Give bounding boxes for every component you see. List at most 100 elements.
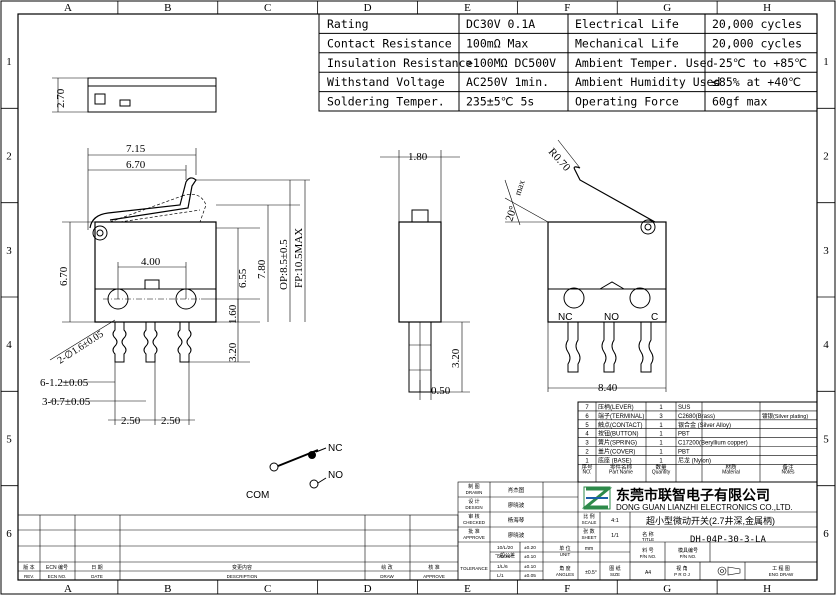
dim-angle: 20° [503, 205, 519, 223]
dim-655: 6.55 [237, 268, 249, 288]
spec-value-4: 235±5℃ 5s [466, 95, 534, 109]
parts-head-name: 零件名称 [610, 463, 633, 471]
spec-value-3: AC250V 1min. [466, 75, 549, 89]
product-name: 超小型微动开关(2.7井深,金属柄) [646, 515, 775, 526]
tb-drawn-by: 肖杰图 [508, 486, 525, 494]
schematic-com: COM [246, 490, 269, 501]
tb-scale-en: SCALE [582, 520, 597, 525]
dim-670-w: 6.70 [126, 159, 146, 171]
rev-desc-cn: 变更内容 [232, 564, 252, 571]
parts-head-qty-en: Quantity [652, 469, 671, 475]
spec-value2-1: 20,000 cycles [712, 36, 802, 50]
part-name-2: 盖片(COVER) [598, 448, 635, 456]
tb-approve-cn: 批 准 [468, 528, 479, 535]
tb-tol-cn: 一般公差 [495, 552, 515, 559]
tb-sheet-cn: 张 数 [583, 528, 594, 535]
rev-ecn-en: ECN NO. [48, 574, 67, 579]
frame-col-top-E: E [464, 2, 471, 14]
spec-label-2: Insulation Resistance [327, 56, 472, 70]
dim-780: 7.80 [256, 259, 268, 279]
tb-design-en: DESIGN [465, 505, 482, 510]
spec-label2-0: Electrical Life [575, 17, 679, 31]
tb-checked-by: 杨海琴 [508, 516, 525, 524]
tb-mold-en: P/N NO. [680, 554, 697, 559]
part-qty-1: 1 [659, 458, 663, 464]
part-no-4: 4 [585, 432, 589, 438]
part-qty-3: 1 [659, 441, 663, 447]
tb-unit-en: UNIT [560, 552, 571, 557]
tb-tol1: 10/L/20 [497, 545, 513, 551]
tb-name-en: TITLE [642, 537, 654, 542]
tb-scale-value: 4:1 [611, 518, 619, 524]
frame-row-right-6: 6 [823, 528, 829, 540]
frame-col-top-B: B [164, 2, 171, 14]
dim-pin12: 6-1.2±0.05 [40, 377, 89, 389]
tb-size-en: SIZE [610, 572, 620, 577]
spec-value2-4: 60gf max [712, 95, 767, 109]
tb-name-cn: 名 称 [642, 531, 653, 538]
tb-angles-en: ANGLES [556, 572, 574, 577]
parts-head-no: 序号 [581, 463, 593, 471]
dim-670-h: 6.70 [58, 266, 70, 286]
tb-size-value: A4 [645, 570, 651, 576]
dim-side-050: 0.50 [431, 385, 451, 397]
spec-label2-3: Ambient Humidity Used [575, 75, 720, 89]
frame-col-bottom-E: E [464, 583, 471, 595]
dim-side-180: 1.80 [408, 151, 428, 163]
tb-scale-cn: 比 例 [583, 513, 594, 520]
frame-row-right-2: 2 [823, 151, 829, 163]
dim-top-height: 2.70 [55, 88, 67, 108]
part-qty-7: 1 [659, 405, 663, 411]
tb-sheet-en: SHEET [581, 535, 596, 540]
tb-unit-value: mm [585, 546, 593, 552]
part-material-5: 银合金 (Silver Alloy) [678, 421, 731, 429]
part-no-3: 3 [585, 441, 589, 447]
rev-appr-cn: 核 准 [428, 564, 439, 571]
tb-design-cn: 设 计 [468, 498, 479, 505]
tb-proj-cn: 视 角 [676, 565, 687, 572]
projection-symbol-icon [717, 566, 741, 576]
tb-proj-en: P R O J [674, 572, 690, 577]
frame-row-left-4: 4 [6, 339, 12, 351]
spec-label2-2: Ambient Temper. Used [575, 56, 713, 70]
rev-draw-cn: 绘 改 [381, 564, 392, 571]
frame-row-left-3: 3 [6, 245, 12, 257]
tb-tol-en: TOLERANCE [460, 566, 487, 571]
tb-checked-cn: 审 核 [468, 513, 479, 520]
frame-row-left-6: 6 [6, 528, 12, 540]
spec-label-0: Rating [327, 17, 369, 31]
spec-label2-4: Operating Force [575, 95, 679, 109]
dim-fp: FP:10.5MAX [293, 228, 305, 288]
part-qty-6: 3 [659, 414, 663, 420]
parts-head-qty: 数量 [655, 463, 667, 471]
rev-appr-en: APPROVE [423, 574, 445, 579]
spec-label2-1: Mechanical Life [575, 36, 679, 50]
dim-840: 8.40 [598, 382, 618, 394]
tb-tol2-value: ±0.10 [524, 554, 536, 560]
frame-col-top-C: C [264, 2, 271, 14]
tb-checked-en: CHECKED [463, 520, 486, 525]
part-no-5: 5 [585, 423, 589, 429]
company-en: DONG GUAN LIANZHI ELECTRONICS CO.,LTD. [616, 503, 793, 512]
dim-max: max [512, 178, 526, 196]
parts-head-no-en: NO. [583, 469, 592, 475]
rev-desc-en: DESCRIPTION [227, 574, 258, 579]
rev-date-cn: 日 期 [91, 565, 102, 571]
frame-row-left-1: 1 [6, 56, 12, 68]
tb-pn-en: P/N NO. [640, 554, 657, 559]
spec-value2-3: ≤85% at +40℃ [712, 75, 801, 89]
tb-approve-by: 廖晓波 [508, 531, 525, 539]
frame-col-bottom-H: H [763, 583, 771, 595]
rev-ecn-cn: ECN 编号 [46, 564, 68, 571]
spec-value-2: >100MΩ DC500V [466, 56, 556, 70]
frame-col-top-H: H [763, 2, 771, 14]
schematic-nc: NC [328, 443, 342, 454]
frame-col-top-A: A [64, 2, 72, 14]
spec-value-1: 100mΩ Max [466, 36, 528, 50]
top-view: 2.70 [52, 77, 217, 113]
tb-approve-en: APPROVE [463, 535, 485, 540]
terminal-no: NO [604, 312, 619, 323]
